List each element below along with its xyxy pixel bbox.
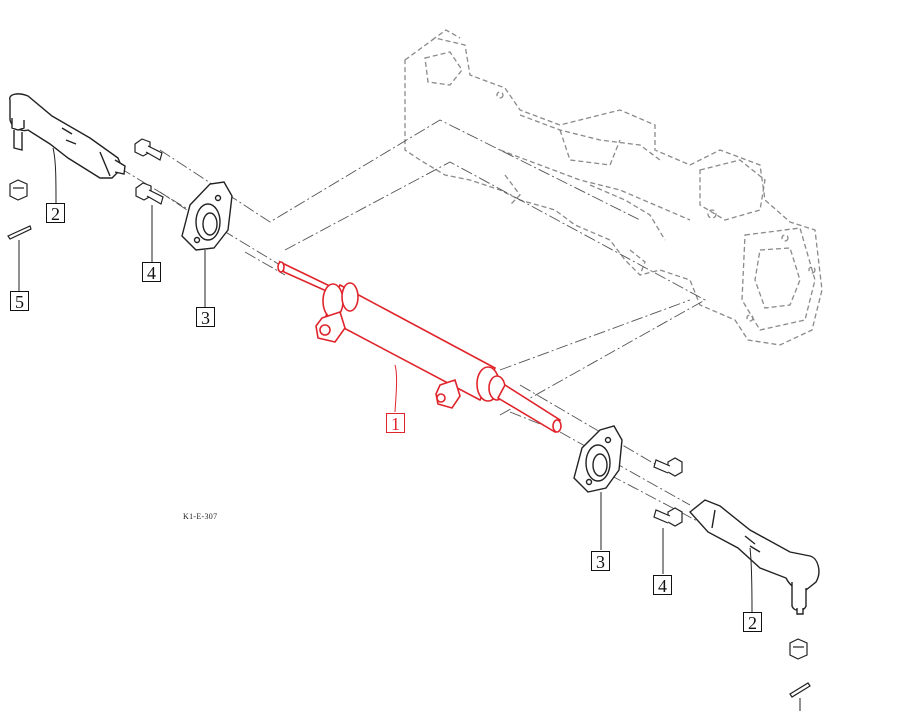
bolt-left-lower[interactable]: [135, 182, 164, 205]
callout-4-left[interactable]: 4: [142, 262, 161, 283]
tie-rod-end-right[interactable]: [688, 499, 820, 615]
callout-3-left[interactable]: 3: [196, 307, 215, 328]
leader-1: [394, 364, 398, 413]
callout-5[interactable]: 5: [10, 291, 29, 312]
leader-2-right: [749, 547, 753, 613]
castle-nut-left[interactable]: [9, 179, 28, 201]
bolt-left-upper[interactable]: [134, 138, 163, 161]
drawing-code: K1-E-307: [183, 512, 218, 521]
bracket-plate-left[interactable]: [181, 181, 233, 251]
callout-4-right[interactable]: 4: [653, 575, 672, 596]
bracket-plate-right[interactable]: [573, 425, 623, 493]
axle-housing-ghost: [404, 29, 823, 346]
callout-1[interactable]: 1: [386, 413, 405, 434]
cotter-pin-right[interactable]: [789, 682, 811, 698]
callout-2-left[interactable]: 2: [46, 203, 65, 224]
bolt-right-lower[interactable]: [653, 507, 683, 527]
callout-2-right[interactable]: 2: [743, 612, 762, 633]
tie-rod-end-left[interactable]: [9, 93, 126, 179]
cotter-pin-left[interactable]: [7, 225, 32, 240]
callout-3-right[interactable]: 3: [591, 551, 610, 572]
bolt-right-upper[interactable]: [653, 457, 683, 477]
castle-nut-right[interactable]: [789, 638, 808, 660]
leader-2-left: [52, 147, 57, 204]
leader-lines: [18, 147, 801, 711]
power-steering-cylinder[interactable]: [277, 260, 562, 434]
